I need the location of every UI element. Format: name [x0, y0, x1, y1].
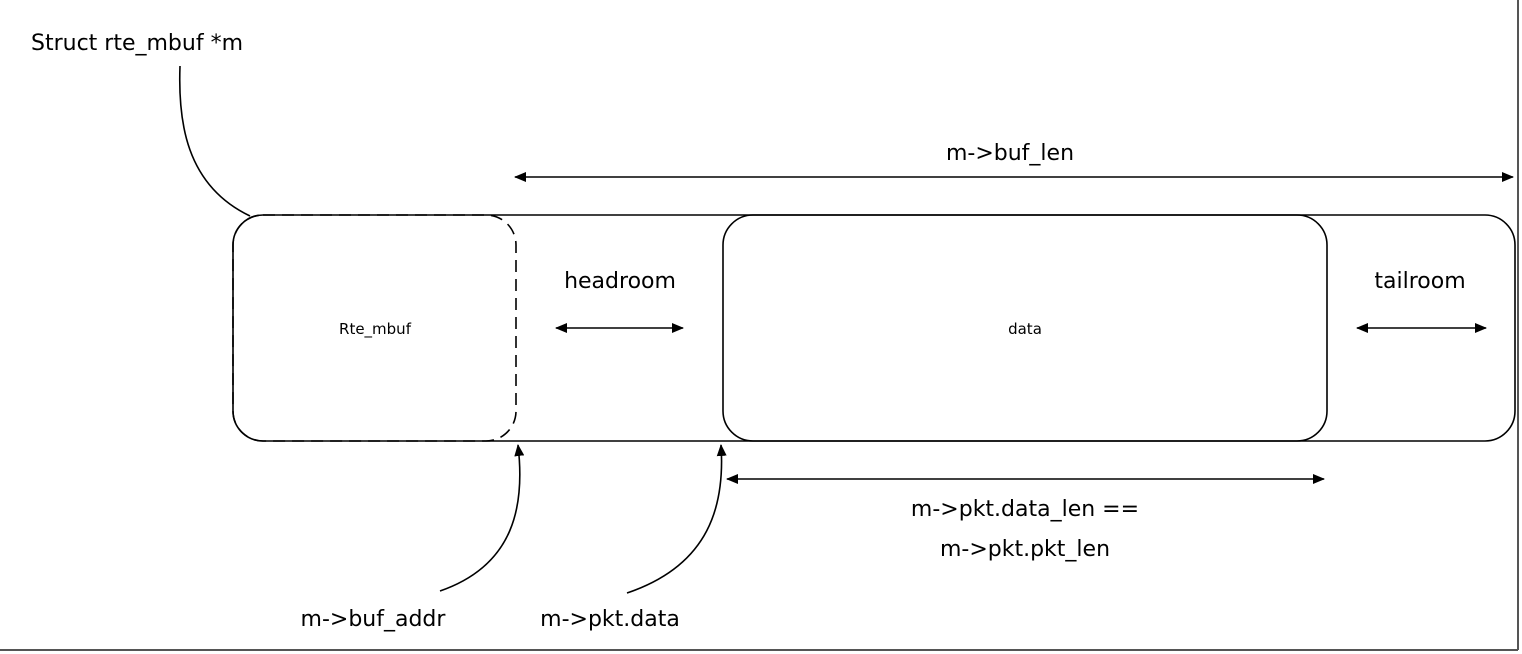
rte-mbuf-box-label: Rte_mbuf [339, 320, 412, 339]
pkt-data-pointer-arrow [626, 444, 727, 594]
buf-addr-label: m->buf_addr [301, 607, 447, 632]
data-box-label: data [1008, 320, 1042, 338]
struct-pointer-connector [178, 65, 251, 217]
pkt-len-label-line2: m->pkt.pkt_len [940, 537, 1110, 562]
struct-pointer-label: Struct rte_mbuf *m [31, 31, 243, 56]
pkt-len-label-line1: m->pkt.data_len == [911, 497, 1139, 522]
data-region-box [722, 214, 1328, 442]
pkt-data-label: m->pkt.data [540, 607, 680, 632]
headroom-label: headroom [564, 269, 676, 294]
rte-mbuf-header-box [232, 214, 517, 442]
buffer-outline [232, 214, 1516, 442]
buf-addr-pointer-arrow [439, 444, 525, 592]
buf-len-label: m->buf_len [946, 141, 1074, 166]
tailroom-label: tailroom [1374, 269, 1465, 294]
